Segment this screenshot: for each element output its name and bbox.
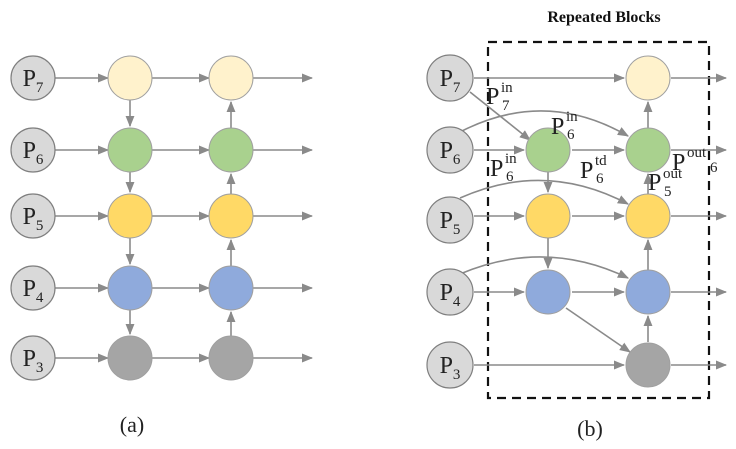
input-node-a-p6: P6 <box>10 127 56 173</box>
input-node-b-p6: P6 <box>426 126 474 174</box>
annotation-p6-in-lower: P in 6 <box>490 151 517 185</box>
svg-text:out: out <box>663 166 683 182</box>
svg-text:P4: P4 <box>23 276 44 306</box>
svg-text:6: 6 <box>596 171 604 187</box>
svg-text:P5: P5 <box>23 204 44 234</box>
node-b-out-p3 <box>625 342 671 388</box>
svg-text:P: P <box>672 150 685 176</box>
node-a-bu-p3 <box>208 335 254 381</box>
svg-text:in: in <box>505 151 517 167</box>
node-b-out-p7 <box>625 55 671 101</box>
input-node-a-p7: P7 <box>10 55 56 101</box>
input-node-b-p5: P5 <box>426 196 474 244</box>
node-a-td-p5 <box>107 193 153 239</box>
input-node-a-p4: P4 <box>10 265 56 311</box>
repeated-blocks-title: Repeated Blocks <box>547 9 660 26</box>
svg-text:P4: P4 <box>440 280 461 310</box>
svg-text:5: 5 <box>664 184 672 200</box>
node-b-td-p5 <box>525 193 571 239</box>
annotation-p6-out: P out 6 <box>672 145 718 176</box>
input-node-a-p5: P5 <box>10 193 56 239</box>
node-a-td-p6 <box>107 127 153 173</box>
svg-text:P: P <box>648 170 661 196</box>
annotation-p5-out: P out 5 <box>648 166 683 200</box>
svg-text:P7: P7 <box>23 66 44 96</box>
svg-text:td: td <box>595 153 607 169</box>
node-a-td-p7 <box>107 55 153 101</box>
svg-text:6: 6 <box>710 160 718 176</box>
annotation-p6-in-upper: P in 6 <box>551 109 578 143</box>
svg-text:in: in <box>501 80 513 96</box>
svg-text:6: 6 <box>567 127 575 143</box>
svg-text:P: P <box>490 156 503 182</box>
svg-text:P7: P7 <box>440 66 461 96</box>
input-node-a-p3: P3 <box>10 335 56 381</box>
edge-b-p4-skip <box>459 256 630 279</box>
caption-b: (b) <box>577 416 603 441</box>
annotation-p7-in: P in 7 <box>486 80 513 114</box>
input-node-b-p7: P7 <box>426 54 474 102</box>
svg-text:P3: P3 <box>23 346 44 376</box>
svg-text:6: 6 <box>506 169 514 185</box>
svg-text:P: P <box>551 114 564 140</box>
input-node-b-p4: P4 <box>426 268 474 316</box>
svg-text:7: 7 <box>502 98 510 114</box>
svg-text:P6: P6 <box>23 138 44 168</box>
node-a-bu-p4 <box>208 265 254 311</box>
node-b-td-p4 <box>525 269 571 315</box>
node-a-td-p4 <box>107 265 153 311</box>
caption-a: (a) <box>120 412 144 437</box>
edge-b-p5-skip <box>459 179 629 205</box>
svg-text:P: P <box>580 158 593 184</box>
svg-text:P: P <box>486 84 499 110</box>
annotation-p6-td: P td 6 <box>580 153 607 187</box>
svg-text:out: out <box>687 145 707 161</box>
node-b-out-p6 <box>625 127 671 173</box>
node-b-td-p6 <box>525 127 571 173</box>
edge-b-p6-skip <box>459 110 629 137</box>
node-b-out-p4 <box>625 269 671 315</box>
panel-a: P7 P6 P5 P4 P3 (a) <box>10 55 314 437</box>
node-a-bu-p6 <box>208 127 254 173</box>
edge-b-p4-diag <box>565 307 631 353</box>
repeated-blocks-box <box>486 40 711 400</box>
node-a-bu-p7 <box>208 55 254 101</box>
node-b-out-p5 <box>625 193 671 239</box>
svg-text:P6: P6 <box>440 138 461 168</box>
node-a-td-p3 <box>107 335 153 381</box>
svg-text:in: in <box>566 109 578 125</box>
svg-text:P3: P3 <box>440 353 461 383</box>
node-a-bu-p5 <box>208 193 254 239</box>
svg-text:P5: P5 <box>440 208 461 238</box>
panel-b: Repeated Blocks <box>426 9 728 441</box>
input-node-b-p3: P3 <box>426 341 474 389</box>
